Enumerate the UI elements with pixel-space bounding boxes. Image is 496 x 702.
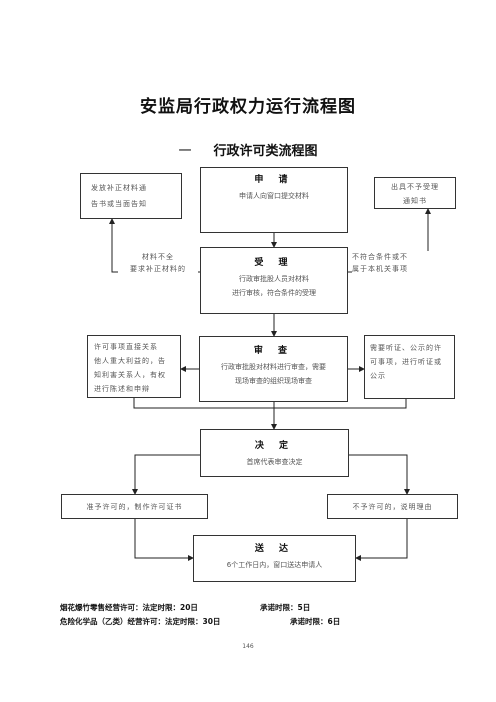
footer-promise: 承诺时限：5日 <box>260 603 311 612</box>
arrow-decide-to-deny <box>349 454 410 495</box>
connector-hearing-down <box>274 399 407 409</box>
text-line: 通知书 <box>403 197 427 205</box>
text-line: 首席代表审查决定 <box>246 458 303 466</box>
section-subtitle: 一 行政许可类流程图 <box>0 140 496 159</box>
box-accept: 受 理 行政审批股人员对材料 进行审核，符合条件的受理 <box>200 247 348 314</box>
text-line: 不符合条件或不 <box>352 253 408 261</box>
box-stakeholder: 许可事项直接关系 他人重大利益的，告 知利害关系人，有权 进行陈述和申辩 <box>87 335 181 398</box>
box-hearing: 需要听证、公示的许 可事项，进行听证或 公示 <box>364 335 455 399</box>
page-title: 安监局行政权力运行流程图 <box>140 97 356 117</box>
text-line: 可事项，进行听证或 <box>370 358 442 366</box>
box-deny: 不予许可的，说明理由 <box>327 494 458 519</box>
text-line: 公示 <box>370 372 386 380</box>
footer-item: 危险化学品（乙类）经营许可：法定时限：30日 <box>60 617 221 626</box>
text-line: 发放补正材料通 <box>91 184 147 192</box>
box-review: 审 查 行政审批股对材料进行审查，需要 现场审查的组织现场审查 <box>199 336 348 402</box>
box-deliver: 送 达 6个工作日内，窗口送达申请人 <box>193 535 356 582</box>
box-supplement-notice: 发放补正材料通 告书或当面告知 <box>80 173 182 219</box>
arrow-approve-to-deliver <box>134 519 194 561</box>
arrow-decide-to-approve <box>132 454 200 495</box>
footer-line-fireworks: 烟花爆竹零售经营许可：法定时限：20日 承诺时限：5日 <box>60 602 310 613</box>
text-line: 告书或当面告知 <box>91 200 147 208</box>
footer-promise: 承诺时限：6日 <box>290 617 341 626</box>
box-apply: 申 请 申请人向窗口提交材料 <box>200 167 348 233</box>
text-line: 许可事项直接关系 <box>94 343 158 351</box>
footer-line-chemicals: 危险化学品（乙类）经营许可：法定时限：30日 承诺时限：6日 <box>60 616 340 627</box>
step-heading: 受 理 <box>254 258 294 268</box>
text-line: 知利害关系人，有权 <box>94 371 166 379</box>
text-line: 行政审批股人员对材料 <box>239 275 309 283</box>
box-decide: 决 定 首席代表审查决定 <box>200 429 349 477</box>
step-heading: 审 查 <box>253 346 294 356</box>
step-heading: 申 请 <box>254 175 294 185</box>
text-line: 6个工作日内，窗口送达申请人 <box>226 561 323 569</box>
box-reject-notice: 出具不予受理 通知书 <box>374 177 456 209</box>
arrow-deny-to-deliver <box>355 519 408 561</box>
text-line: 申请人向窗口提交材料 <box>239 192 309 200</box>
text-line: 需要听证、公示的许 <box>370 344 442 352</box>
text-line: 属于本机关事项 <box>352 265 408 273</box>
text-line: 现场审查的组织现场审查 <box>235 377 312 385</box>
text-line: 不予许可的，说明理由 <box>352 503 433 511</box>
text-line: 准予许可的，制作许可证书 <box>86 503 183 511</box>
section-number: 一 <box>178 144 192 159</box>
label-unqualified: 不符合条件或不 属于本机关事项 <box>352 251 430 275</box>
text-line: 进行审核，符合条件的受理 <box>232 289 316 297</box>
page-number: 146 <box>242 643 254 650</box>
text-line: 要求补正材料的 <box>130 265 186 273</box>
label-incomplete-materials: 材料不全 要求补正材料的 <box>118 251 198 275</box>
text-line: 材料不全 <box>142 253 174 261</box>
text-line: 他人重大利益的，告 <box>94 357 166 365</box>
section-title: 行政许可类流程图 <box>213 144 318 159</box>
box-approve: 准予许可的，制作许可证书 <box>61 494 208 519</box>
connector-stakeholder-down <box>133 398 274 409</box>
step-heading: 送 达 <box>254 544 295 554</box>
text-line: 行政审批股对材料进行审查，需要 <box>221 363 326 371</box>
text-line: 出具不予受理 <box>391 183 439 191</box>
text-line: 进行陈述和申辩 <box>94 385 150 393</box>
footer-item: 烟花爆竹零售经营许可：法定时限：20日 <box>60 603 198 612</box>
step-heading: 决 定 <box>254 441 295 451</box>
